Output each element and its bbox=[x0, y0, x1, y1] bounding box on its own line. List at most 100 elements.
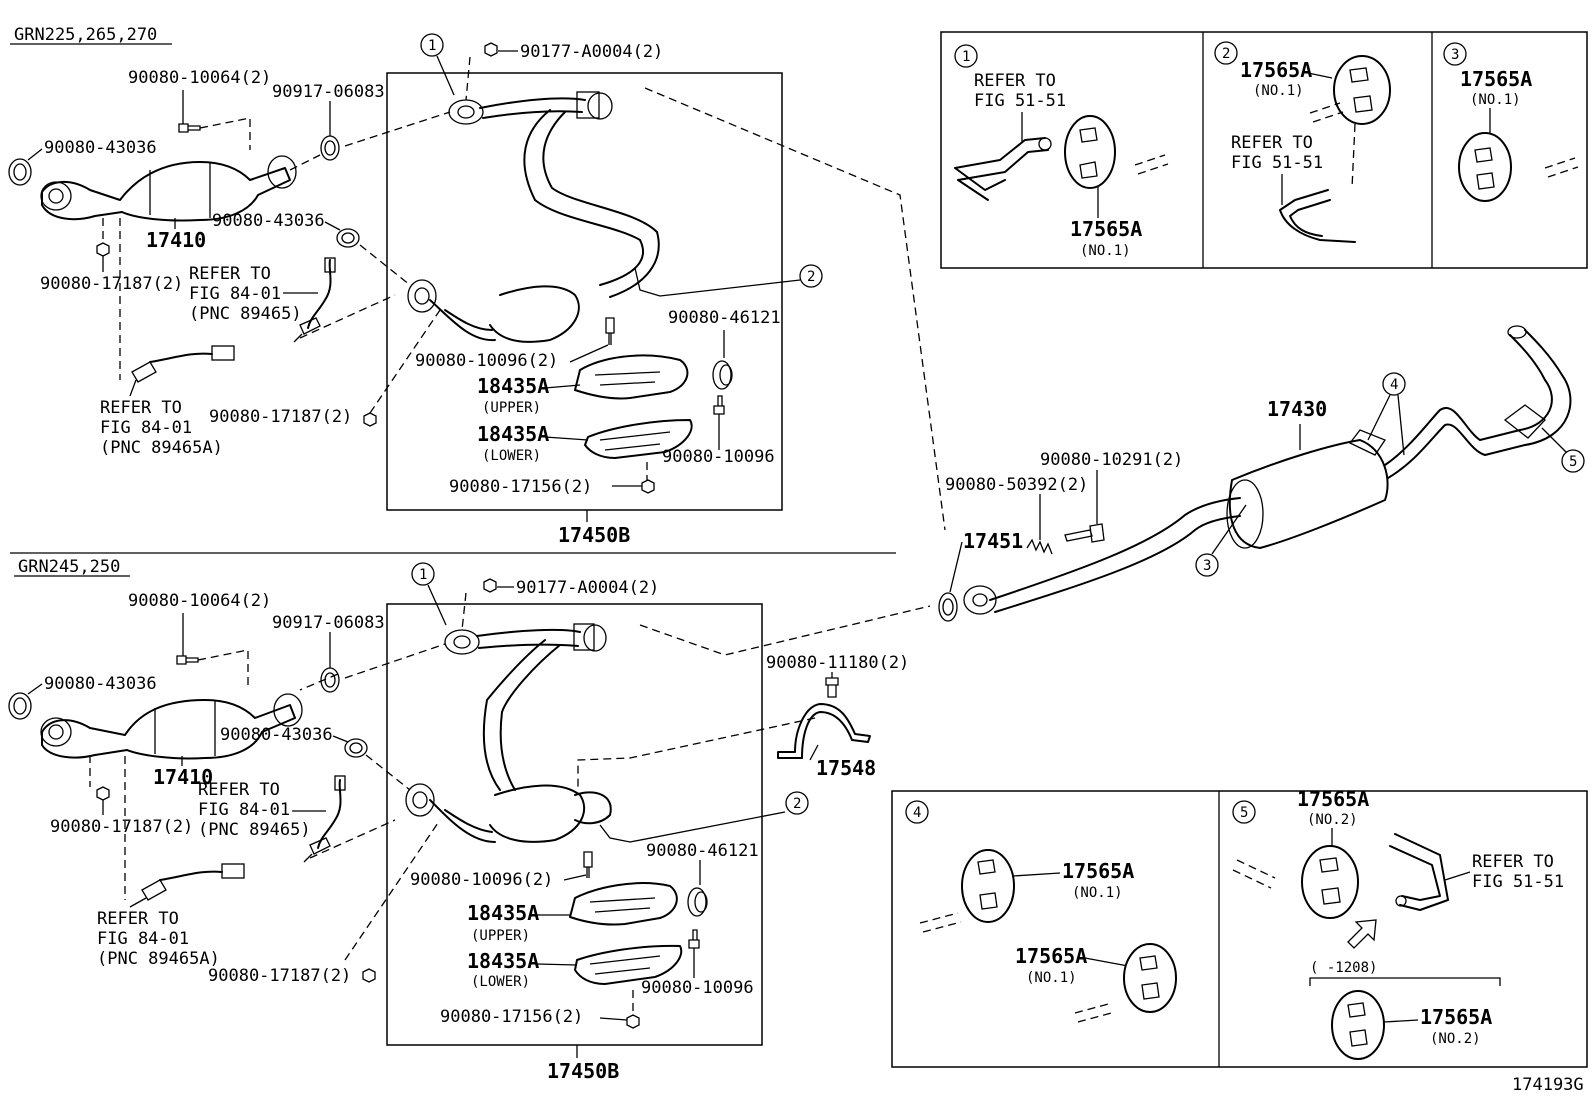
converter-seams bbox=[149, 163, 211, 218]
gasket-icon bbox=[8, 692, 32, 720]
insulator-ribs bbox=[589, 955, 661, 975]
pipe-shape bbox=[444, 809, 493, 833]
leader-line bbox=[129, 897, 147, 908]
oxygen-sensor-wire-shape bbox=[307, 259, 332, 329]
detail-number-circle-4 bbox=[905, 800, 929, 824]
leader-line bbox=[536, 963, 578, 966]
flange-icon bbox=[407, 279, 437, 313]
hanger-rod-shape bbox=[634, 267, 801, 297]
hanger-holes bbox=[1474, 147, 1495, 190]
callout-number: 1 bbox=[419, 567, 427, 583]
dashed-guide bbox=[1312, 111, 1344, 123]
part-label-90080-17156: 90080-17156(2) bbox=[449, 477, 592, 497]
dashed-guide bbox=[1074, 1002, 1113, 1014]
detail-number: 3 bbox=[1451, 47, 1459, 63]
flange-hole bbox=[48, 188, 64, 204]
part-label-17451: 17451 bbox=[963, 529, 1023, 553]
leader-line bbox=[436, 55, 455, 96]
part-label-90080-43036: 90080-43036 bbox=[44, 138, 157, 158]
oxygen-sensor-icon bbox=[131, 361, 157, 383]
bracket-shape bbox=[777, 703, 871, 759]
lower-exhaust-group: 17450B 1 90177-A0004(2) 2 90080-10096( bbox=[8, 562, 931, 1083]
refer-label: REFER TO bbox=[97, 909, 179, 929]
callout-circle-5 bbox=[1561, 449, 1585, 473]
tail-pipe-tip bbox=[1507, 325, 1527, 339]
part-label-17410: 17410 bbox=[153, 765, 213, 789]
dashed-guide bbox=[1547, 166, 1579, 178]
spring-icon bbox=[1026, 538, 1053, 555]
part-label-90080-43036-b: 90080-43036 bbox=[212, 211, 325, 231]
part-label-90917: 90917-06083 bbox=[272, 613, 385, 633]
leader-line bbox=[544, 436, 589, 441]
flange-icon bbox=[444, 629, 480, 655]
flange-icon bbox=[573, 623, 595, 651]
flange-hole bbox=[453, 635, 471, 649]
nut-icon bbox=[96, 786, 110, 801]
note-upper: (UPPER) bbox=[471, 928, 530, 944]
range-label: ( -1208) bbox=[1310, 960, 1377, 976]
dashed-guide bbox=[365, 754, 411, 791]
gasket-icon bbox=[336, 228, 360, 248]
nut-icon bbox=[626, 1014, 640, 1029]
refer-label: (PNC 89465A) bbox=[97, 949, 220, 969]
bolt-icon bbox=[583, 851, 593, 878]
pipe-shape bbox=[429, 299, 496, 342]
hanger-holes bbox=[1347, 1002, 1368, 1047]
callout-circle-1 bbox=[411, 562, 435, 586]
dashed-guide bbox=[644, 87, 946, 531]
gasket-icon bbox=[942, 598, 954, 616]
callout-number: 2 bbox=[807, 269, 815, 285]
detail-box bbox=[940, 31, 1588, 269]
gasket-icon bbox=[349, 742, 363, 754]
callout-circle-4 bbox=[1382, 372, 1406, 396]
part-note: (NO.1) bbox=[1080, 243, 1131, 259]
callout-number: 5 bbox=[1569, 454, 1577, 470]
detail-number: 1 bbox=[962, 49, 970, 65]
nut-icon bbox=[96, 242, 110, 257]
part-label-17565a: 17565A bbox=[1460, 67, 1532, 91]
leader-line bbox=[809, 744, 819, 761]
part-label-18435a-lower: 18435A bbox=[467, 949, 539, 973]
pipe-shape bbox=[479, 97, 586, 109]
leader-line bbox=[1012, 872, 1061, 877]
nut-icon bbox=[483, 578, 497, 593]
refer-label: (PNC 89465) bbox=[198, 820, 311, 840]
part-label-17548: 17548 bbox=[816, 756, 876, 780]
dashed-guide bbox=[369, 309, 441, 414]
flange-icon bbox=[40, 717, 72, 747]
detail-panel-top: 1 REFER TO FIG 51-51 17565A (NO.1) 2 175… bbox=[940, 31, 1588, 269]
pipe-shape bbox=[542, 111, 660, 298]
pipe-shape bbox=[523, 109, 645, 286]
dashed-guide bbox=[919, 912, 959, 924]
dashed-guide bbox=[1232, 869, 1272, 889]
nut-icon bbox=[363, 412, 377, 427]
gasket-icon bbox=[8, 158, 32, 186]
pipe-shape bbox=[478, 643, 579, 649]
clamp-icon bbox=[687, 887, 707, 917]
clamp-icon bbox=[712, 360, 732, 390]
assembly-box-17450b bbox=[386, 72, 783, 511]
pipe-shape bbox=[429, 799, 496, 843]
part-label-90080-17156: 90080-17156(2) bbox=[440, 1007, 583, 1027]
sensor-connector-icon bbox=[324, 257, 336, 273]
pipe-shape bbox=[482, 639, 546, 791]
callout-circle-2 bbox=[785, 791, 809, 815]
refer-label: (PNC 89465A) bbox=[100, 438, 223, 458]
part-label-90080-46121: 90080-46121 bbox=[646, 841, 759, 861]
tail-pipe-front-shape bbox=[989, 497, 1241, 601]
rubber-hanger-icon bbox=[961, 849, 1015, 923]
leader-line bbox=[563, 874, 587, 881]
part-label-90080-10096: 90080-10096 bbox=[641, 978, 754, 998]
part-note: (NO.1) bbox=[1470, 92, 1521, 108]
dashed-guide bbox=[199, 117, 251, 150]
refer-label: FIG 84-01 bbox=[97, 929, 189, 949]
flange-icon bbox=[576, 91, 600, 119]
part-label-18435a-lower: 18435A bbox=[477, 422, 549, 446]
catalytic-converter-shape bbox=[489, 784, 585, 843]
assembly-label: 17450B bbox=[547, 1059, 619, 1083]
upper-exhaust-group: 17450B 1 90177-A0004(2) 2 bbox=[8, 33, 946, 547]
catalytic-converter-shape bbox=[489, 285, 580, 343]
rubber-hanger-icon bbox=[1123, 943, 1177, 1013]
flange-hole bbox=[412, 791, 428, 809]
hanger-rod-shape bbox=[1279, 189, 1356, 243]
